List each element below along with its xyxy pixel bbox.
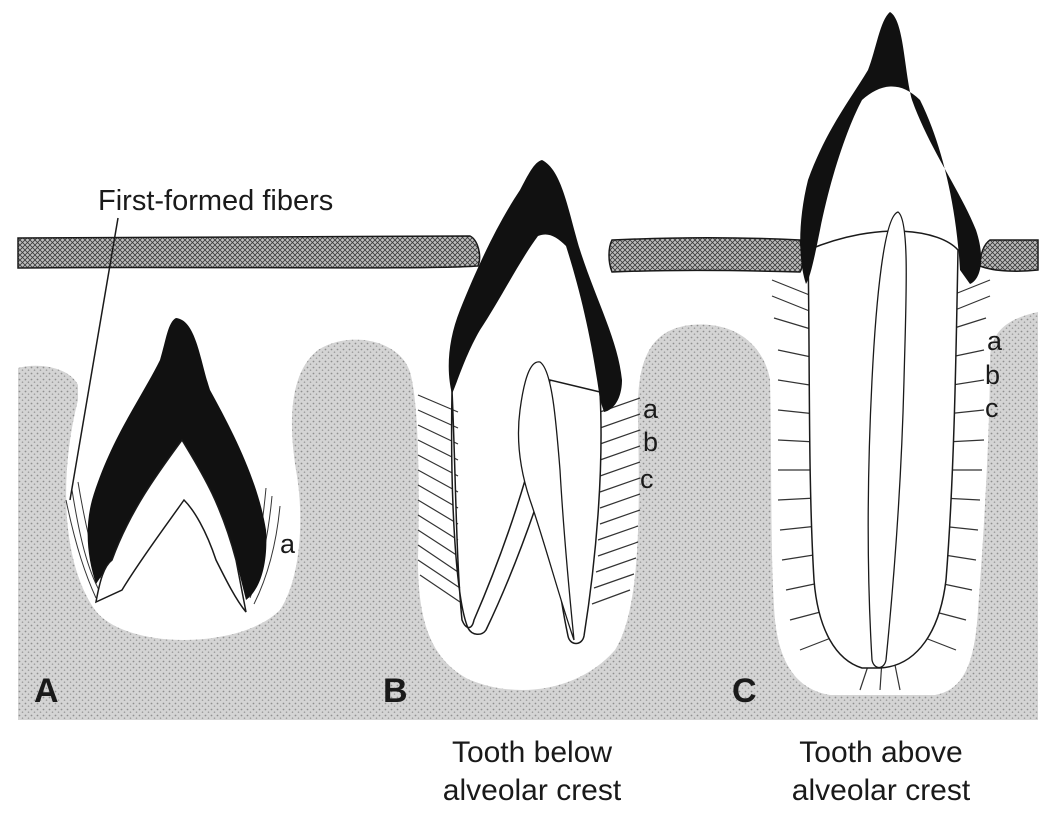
panel-c-fiber-label-c: c [985, 393, 999, 423]
panel-b-fiber-label-c: c [640, 464, 654, 494]
panel-c-fiber-label-a: a [987, 326, 1003, 356]
panel-b-tooth [418, 160, 640, 644]
gingiva-left [18, 236, 480, 268]
gingiva-right [980, 240, 1038, 271]
panel-c-caption-line-2: alveolar crest [792, 774, 971, 807]
panel-a-fiber-label-a: a [280, 529, 296, 559]
panel-b-fiber-label-b: b [643, 427, 658, 457]
panel-c-fiber-label-b: b [985, 360, 1000, 390]
panel-b-caption-line-1: Tooth below [452, 736, 612, 769]
panel-b-caption-line-2: alveolar crest [443, 774, 622, 807]
gingiva-middle [609, 238, 802, 272]
panel-a-letter: A [34, 672, 59, 710]
panel-b-fiber-label-a: a [643, 394, 659, 424]
panel-c-letter: C [732, 672, 757, 710]
panel-a-tooth [66, 318, 280, 612]
callout-label: First-formed fibers [98, 185, 333, 217]
panel-c-tooth [772, 12, 990, 690]
panel-b-letter: B [383, 672, 408, 710]
panel-c-caption-line-1: Tooth above [799, 736, 962, 769]
